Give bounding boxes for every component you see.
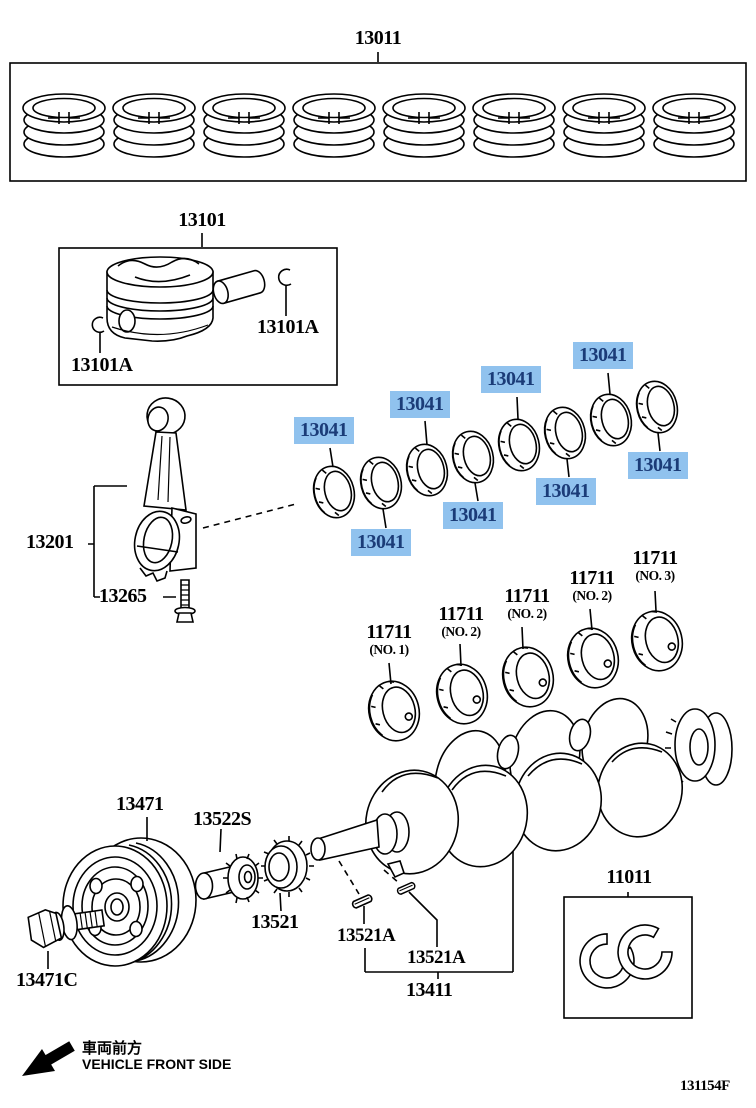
part-label-13041-8[interactable]: 13041: [628, 452, 688, 479]
vehicle-front-label-jp: 車両前方: [82, 1040, 143, 1057]
part-number: 11711: [632, 547, 678, 569]
part-label-11711-no1[interactable]: 11711 (NO. 1): [356, 622, 422, 657]
part-label-13265[interactable]: 13265: [99, 585, 147, 607]
part-label-13041-1[interactable]: 13041: [294, 417, 354, 444]
part-number-suffix: (NO. 2): [441, 624, 481, 639]
part-label-13041-2[interactable]: 13041: [351, 529, 411, 556]
rod-bearings-drawing: [307, 376, 684, 523]
part-label-13101A-left[interactable]: 13101A: [71, 354, 133, 376]
ring-set-box-drawing: [9, 62, 747, 182]
part-label-13521A-1[interactable]: 13521A: [337, 925, 396, 946]
part-number-suffix: (NO. 2): [507, 606, 547, 621]
piston-kit-box-drawing: [58, 247, 338, 386]
part-number: 11711: [366, 621, 412, 643]
timing-gear-drawing: [194, 853, 263, 904]
part-label-11011[interactable]: 11011: [606, 866, 652, 888]
thrust-washer-box-drawing: [563, 896, 693, 1019]
connecting-rod-drawing: [133, 397, 197, 623]
part-label-13101A-right[interactable]: 13101A: [257, 316, 319, 338]
part-label-13521A-2[interactable]: 13521A: [407, 947, 466, 968]
drawing-code: 131154F: [680, 1078, 730, 1094]
key-1-drawing: [351, 894, 373, 909]
part-label-13041-6[interactable]: 13041: [536, 478, 596, 505]
key-2-drawing: [396, 881, 416, 895]
part-label-11711-no2a[interactable]: 11711 (NO. 2): [428, 604, 494, 639]
part-label-13471[interactable]: 13471: [116, 793, 164, 815]
part-label-13411[interactable]: 13411: [406, 979, 453, 1001]
part-label-13041-7[interactable]: 13041: [573, 342, 633, 369]
part-number: 11711: [504, 585, 550, 607]
pulley-bolt-drawing: [27, 904, 106, 949]
snap-ring-right: [277, 268, 292, 287]
part-label-13471C[interactable]: 13471C: [16, 969, 78, 991]
part-label-11711-no2c[interactable]: 11711 (NO. 2): [559, 568, 625, 603]
crankshaft-drawing: [310, 697, 733, 879]
part-number: 11711: [438, 603, 484, 625]
part-label-13201[interactable]: 13201: [26, 531, 74, 553]
part-label-13041-3[interactable]: 13041: [390, 391, 450, 418]
snap-ring-left: [91, 316, 105, 334]
crank-gear-drawing: [261, 836, 314, 897]
part-number: 11711: [569, 567, 615, 589]
part-number-suffix: (NO. 1): [369, 642, 409, 657]
rod-bolt-drawing: [174, 579, 196, 623]
part-number-suffix: (NO. 3): [635, 568, 675, 583]
pulley-drawing: [62, 837, 197, 967]
vehicle-front-arrow: [22, 1041, 75, 1076]
vehicle-front-label-en: VEHICLE FRONT SIDE: [82, 1056, 232, 1072]
part-label-11711-no3[interactable]: 11711 (NO. 3): [622, 548, 688, 583]
part-label-13011[interactable]: 13011: [354, 27, 402, 49]
leader-lines: [47, 52, 661, 979]
part-label-13101[interactable]: 13101: [178, 209, 226, 231]
part-label-13041-5[interactable]: 13041: [481, 366, 541, 393]
part-label-13522S[interactable]: 13522S: [193, 808, 252, 830]
part-label-13041-4[interactable]: 13041: [443, 502, 503, 529]
part-number-suffix: (NO. 2): [572, 588, 612, 603]
part-label-11711-no2b[interactable]: 11711 (NO. 2): [494, 586, 560, 621]
part-label-13521[interactable]: 13521: [251, 911, 299, 933]
